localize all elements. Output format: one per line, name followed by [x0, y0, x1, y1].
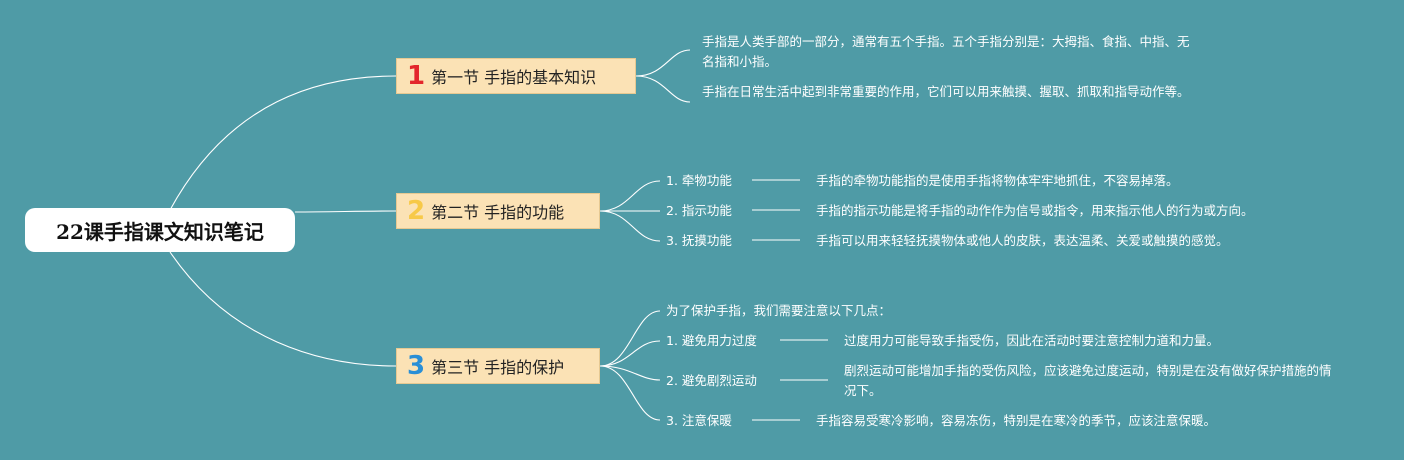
section-2-to-item-3-line: [599, 210, 661, 242]
section-3-to-item-2-line: [599, 365, 661, 381]
root-title: 22课手指课文知识笔记: [56, 219, 264, 244]
root-to-section-3-line: [169, 251, 397, 367]
section-3-item-1-desc: 过度用力可能导致手指受伤，因此在活动时要注意控制力道和力量。: [844, 333, 1220, 348]
section-3-to-item-1-line: [599, 340, 661, 367]
root-to-section-1-line: [169, 75, 397, 211]
section-1-node[interactable]: 1 第一节 手指的基本知识: [396, 58, 636, 94]
section-2-item-3-desc: 手指可以用来轻轻抚摸物体或他人的皮肤，表达温柔、关爱或触摸的感觉。: [816, 233, 1229, 248]
section-3-item-2-desc: 剧烈运动可能增加手指的受伤风险，应该避免过度运动，特别是在没有做好保护措施的情况…: [844, 363, 1332, 398]
section-1-to-note-2-line: [635, 75, 691, 103]
section-3-item-3-desc: 手指容易受寒冷影响，容易冻伤，特别是在寒冷的季节，应该注意保暖。: [816, 413, 1217, 428]
section-2-number: 2: [407, 196, 426, 226]
section-2-node[interactable]: 2 第二节 手指的功能: [396, 193, 600, 229]
section-3-number: 3: [407, 351, 426, 381]
section-2-title: 第二节 手指的功能: [431, 203, 565, 222]
section-2-item-3-label: 3. 抚摸功能: [666, 233, 732, 248]
section-1-note-2: 手指在日常生活中起到非常重要的作用，它们可以用来触摸、握取、抓取和指导动作等。: [702, 84, 1190, 99]
root-node[interactable]: 22课手指课文知识笔记: [25, 208, 295, 252]
section-3-to-item-3-line: [599, 365, 661, 421]
section-2-item-2-desc: 手指的指示功能是将手指的动作作为信号或指令，用来指示他人的行为或方向。: [816, 203, 1254, 218]
section-2-to-item-1-line: [599, 180, 661, 212]
section-1-title: 第一节 手指的基本知识: [431, 68, 597, 87]
section-2-item-1-desc: 手指的牵物功能指的是使用手指将物体牢牢地抓住，不容易掉落。: [816, 173, 1179, 188]
section-2-item-2-label: 2. 指示功能: [666, 203, 732, 218]
section-1-note-1: 手指是人类手部的一部分，通常有五个手指。五个手指分别是：大拇指、食指、中指、无名…: [702, 34, 1190, 69]
section-1-number: 1: [407, 61, 426, 91]
root-to-section-2-line: [294, 210, 397, 213]
section-2-item-1-label: 1. 牵物功能: [666, 173, 732, 188]
section-3-item-2-label: 2. 避免剧烈运动: [666, 373, 757, 388]
section-3-to-intro-line: [599, 310, 661, 367]
section-3-item-1-label: 1. 避免用力过度: [666, 333, 757, 348]
section-1-to-note-1-line: [635, 49, 691, 77]
section-3-node[interactable]: 3 第三节 手指的保护: [396, 348, 600, 384]
section-3-item-3-label: 3. 注意保暖: [666, 413, 732, 428]
section-3-intro: 为了保护手指，我们需要注意以下几点：: [666, 303, 892, 318]
section-3-title: 第三节 手指的保护: [431, 358, 565, 377]
